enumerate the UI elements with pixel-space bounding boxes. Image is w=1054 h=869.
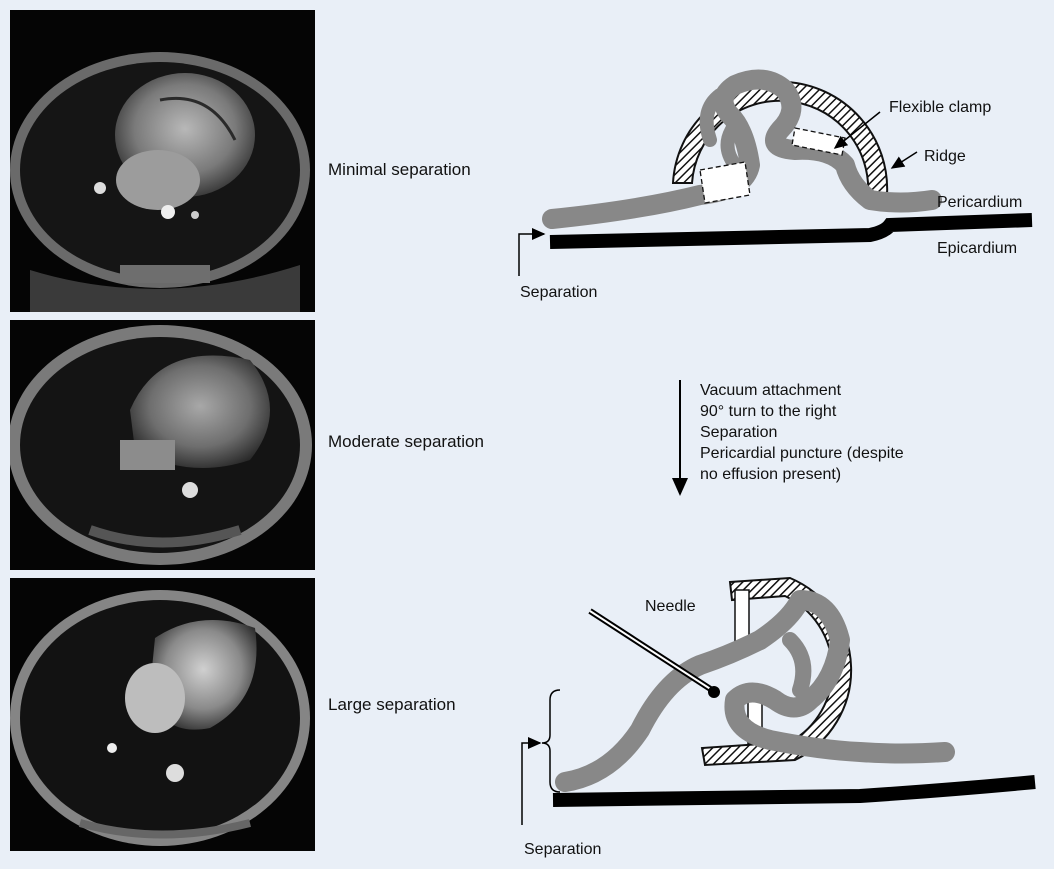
label-pericardium: Pericardium bbox=[937, 194, 1022, 211]
step-5: no effusion present) bbox=[700, 464, 904, 485]
bottom-epicardium-line bbox=[553, 782, 1035, 800]
label-flexible-clamp: Flexible clamp bbox=[889, 99, 991, 116]
label-separation-bottom: Separation bbox=[524, 841, 601, 858]
top-diagram: Flexible clamp Ridge Pericardium Epicard… bbox=[519, 80, 1032, 301]
label-ridge: Ridge bbox=[924, 148, 966, 165]
top-epicardium-line bbox=[550, 220, 1032, 242]
label-epicardium: Epicardium bbox=[937, 240, 1017, 257]
step-2: 90° turn to the right bbox=[700, 401, 904, 422]
step-1: Vacuum attachment bbox=[700, 380, 904, 401]
label-separation-top: Separation bbox=[520, 284, 597, 301]
bottom-diagram: Needle Separation bbox=[522, 578, 1035, 858]
step-3: Separation bbox=[700, 422, 904, 443]
label-needle: Needle bbox=[645, 598, 696, 615]
procedure-steps: Vacuum attachment 90° turn to the right … bbox=[700, 380, 904, 485]
step-4: Pericardial puncture (despite bbox=[700, 443, 904, 464]
